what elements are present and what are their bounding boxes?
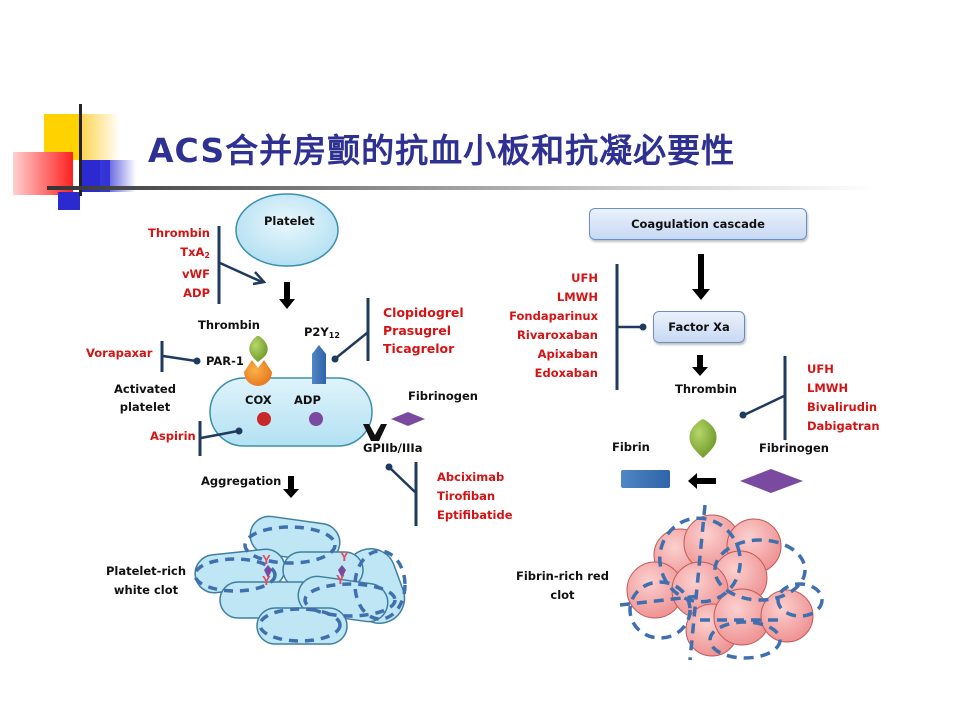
agonist-adp: ADP [183,286,210,300]
drug-ufh: UFH [571,271,598,285]
gp2b3a-label: GPIIb/IIIa [363,441,423,455]
p2y12-receptor [312,345,326,384]
white-clot-label: Platelet-rich white clot [106,564,187,597]
agonist-txa2: TxA2 [180,245,210,260]
agonist-vwf: vWF [181,267,210,281]
fibrinogen-to-fibrin-arrow [688,473,716,489]
agonist-arrow-line [219,261,263,284]
platelet-ellipse [235,193,339,267]
svg-text:Y: Y [262,573,271,588]
fibrin-bar [621,470,670,488]
activated-platelet-label: Activated platelet [114,382,176,414]
activated-platelet-body [209,377,373,447]
aggregation-label: Aggregation [201,474,282,488]
slide-title: ACS合并房颤的抗血小板和抗凝必要性 [148,131,736,170]
adp-dot [309,412,323,426]
coagulation-cascade-box: Coagulation cascade [589,208,807,240]
fibrinogen-diamond-right [740,469,803,493]
xa-thrombin-arrow [692,355,708,376]
blue-small-square [58,192,80,210]
red-clot-fibrin [619,504,824,661]
drug-edoxaban: Edoxaban [534,366,598,380]
platelet-label: Platelet [264,214,315,228]
thrombin-drop [249,336,268,362]
drug-lmwh-2: LMWH [807,381,849,395]
vorapaxar-label: Vorapaxar [86,346,153,360]
gp-inhibitor-list: Abciximab Tirofiban Eptifibatide [437,468,513,525]
p2y12-label: P2Y12 [304,325,340,340]
drug-bivalirudin: Bivalirudin [807,400,878,414]
drug-apixaban: Apixaban [537,347,598,361]
fibrinogen-label-left: Fibrinogen [408,389,478,403]
red-clot-label: Fibrin-rich red clot [516,569,609,602]
drug-fondaparinux: Fondaparinux [509,309,598,323]
thrombin-inhibitor-list: UFH LMWH Bivalirudin Dabigatran [807,360,880,436]
aspirin-label: Aspirin [150,429,196,443]
drug-tirofiban: Tirofiban [437,489,496,503]
fibrinogen-diamond-left [391,412,425,426]
yellow-fade [80,114,120,160]
svg-text:Y: Y [340,549,349,564]
svg-text:Y: Y [262,552,271,567]
white-clot-crosslinks: Y Y Y Y [262,549,349,588]
drug-eptifibatide: Eptifibatide [437,508,513,522]
agonist-thrombin: Thrombin [148,226,210,240]
adp-label: ADP [294,393,321,407]
white-clot-fibrin [193,525,407,643]
drug-abciximab: Abciximab [437,470,505,484]
svg-text:Y: Y [336,572,345,587]
drug-rivaroxaban: Rivaroxaban [517,328,598,342]
xa-inhibitor-list: UFH LMWH Fondaparinux Rivaroxaban Apixab… [508,269,598,383]
par1-receptor [244,360,272,386]
factor-xa-box: Factor Xa [653,311,745,343]
horizontal-rule [47,186,877,190]
fibrinogen-label-right: Fibrinogen [759,441,829,455]
fibrin-label: Fibrin [612,440,650,454]
drug-prasugrel: Prasugrel [383,323,451,338]
drug-dabigatran: Dabigatran [807,419,880,433]
thrombin-drop-right [689,419,717,458]
cox-dot [257,412,271,426]
par1-label: PAR-1 [206,354,244,368]
agonist-arrowhead [252,271,267,286]
drug-clopidogrel: Clopidogrel [383,305,464,320]
p2y12-inhibitor-list: Clopidogrel Prasugrel Ticagrelor [383,304,464,358]
down-arrow-1 [279,282,295,309]
thrombin-label-left: Thrombin [198,318,260,332]
red-clot [626,514,814,657]
aggregation-arrow [283,476,299,498]
agonist-list: Thrombin TxA2 vWF ADP [140,224,210,303]
cox-label: COX [245,393,272,407]
drug-ticagrelor: Ticagrelor [383,341,455,356]
drug-ufh-2: UFH [807,362,834,376]
gp2b3a-receptor [363,424,387,441]
cascade-arrow [692,254,710,300]
thrombin-label-right: Thrombin [675,382,737,396]
white-clot [194,515,406,645]
vertical-rule [79,104,82,196]
drug-lmwh: LMWH [556,290,598,304]
